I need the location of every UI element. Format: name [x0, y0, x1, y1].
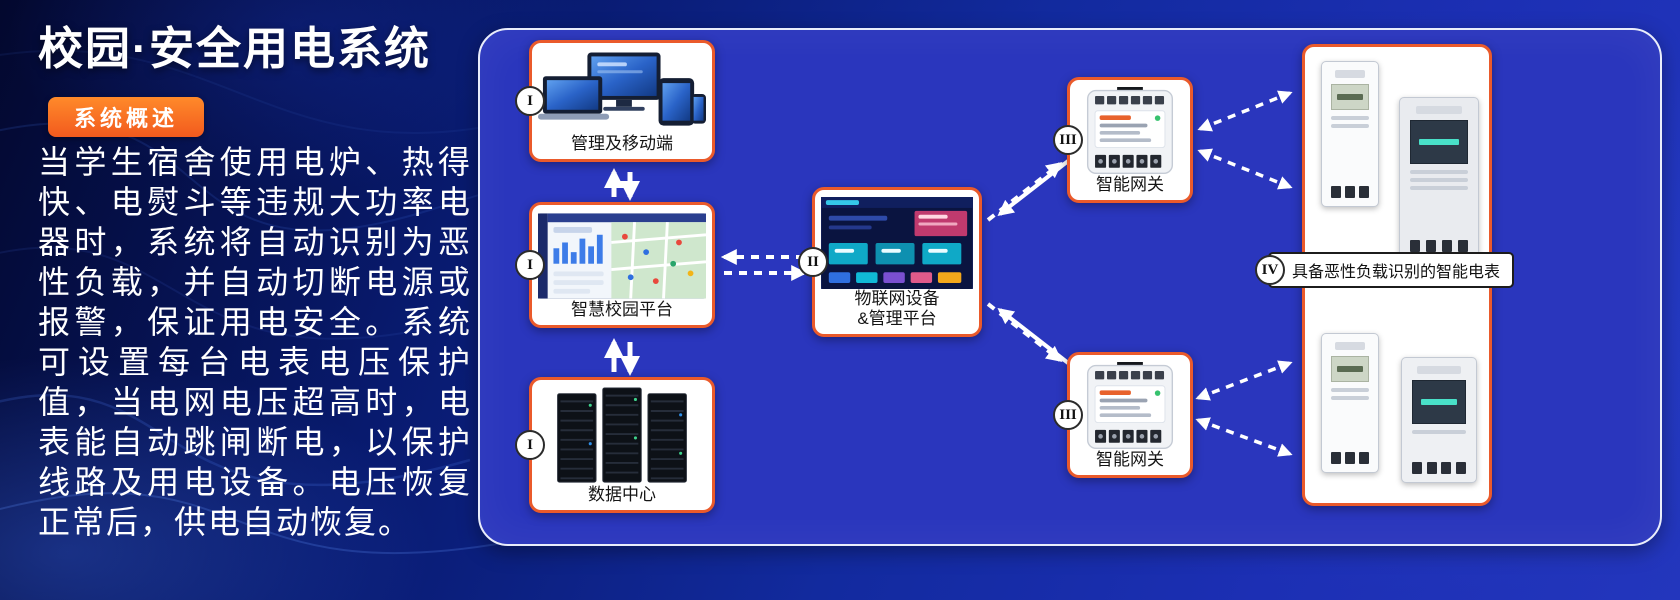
node-label: 智能网关 [1096, 450, 1164, 469]
numeral-badge: III [1053, 125, 1083, 155]
node-gateway-top: III [1053, 77, 1193, 203]
node-gateway-bottom: III [1053, 352, 1193, 478]
numeral-badge: I [515, 86, 545, 116]
node-iot-platform: II [798, 187, 982, 337]
node-label: 智能网关 [1096, 175, 1164, 194]
smart-meter-illustration [1321, 333, 1379, 473]
node-campus-platform: I 智慧 [515, 202, 715, 328]
server-rack-illustration [538, 387, 706, 485]
meters-caption-label: 具备恶性负载识别的智能电表 [1292, 264, 1501, 281]
numeral-badge: I [515, 430, 545, 460]
page-title: 校园·安全用电系统 [38, 23, 431, 74]
connection-arrows [604, 90, 1293, 457]
campus-dashboard-illustration [538, 212, 706, 300]
devices-illustration [538, 50, 706, 134]
node-label-line2: &管理平台 [857, 309, 937, 328]
smart-meter-illustration [1321, 61, 1379, 207]
numeral-badge: III [1053, 400, 1083, 430]
node-label: 智慧校园平台 [571, 300, 673, 319]
smart-meter-illustration [1401, 357, 1477, 483]
diagram-panel: I [478, 28, 1662, 546]
node-label: 物联网设备 [854, 289, 940, 308]
node-management-mobile: I [515, 40, 715, 162]
node-data-center: I 数据中心 [515, 377, 715, 513]
smart-meter-illustration [1399, 97, 1479, 261]
iot-dashboard-illustration [821, 197, 973, 289]
numeral-badge: I [515, 250, 545, 280]
overview-text: 当学生宿舍使用电炉、热得快、电熨斗等违规大功率电器时，系统将自动识别为恶性负载，… [38, 144, 472, 540]
gateway-device-illustration [1076, 87, 1184, 175]
gateway-device-illustration [1076, 362, 1184, 450]
meters-caption: IV 具备恶性负载识别的智能电表 [1255, 252, 1515, 288]
overview-badge: 系统概述 [48, 97, 205, 137]
numeral-badge: II [798, 247, 828, 277]
node-label: 数据中心 [588, 485, 656, 504]
numeral-badge: IV [1255, 255, 1285, 285]
node-label: 管理及移动端 [571, 134, 673, 153]
